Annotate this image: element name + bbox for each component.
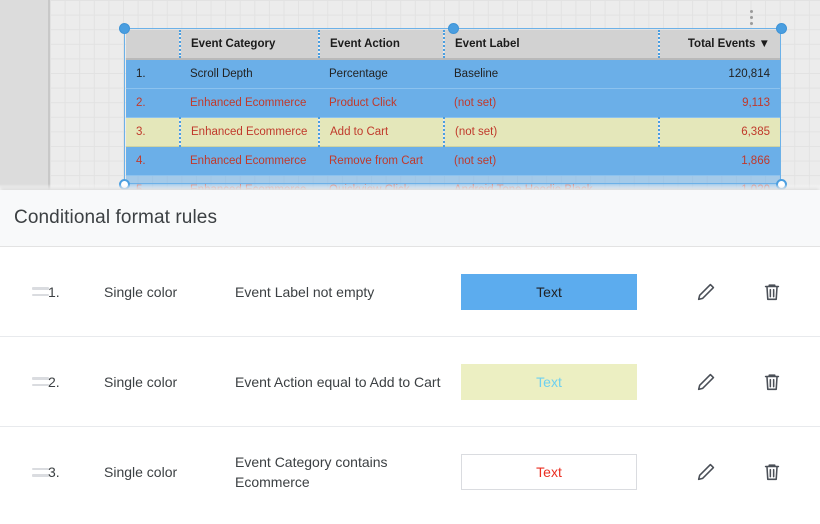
rule-condition: Event Label not empty — [235, 283, 375, 300]
column-header-total-events[interactable]: Total Events ▼ — [658, 30, 780, 60]
drag-handle-icon[interactable] — [14, 287, 49, 296]
left-rail — [0, 0, 48, 190]
table-row[interactable]: 4. Enhanced Ecommerce Remove from Cart (… — [126, 146, 780, 176]
rules-list: 1. Single color Event Label not empty Te… — [0, 247, 820, 517]
rule-type: Single color — [104, 283, 178, 300]
rule-index: 1. — [48, 283, 60, 300]
cell-event-category: Enhanced Ecommerce — [180, 146, 319, 176]
resize-handle-bottom-right[interactable] — [776, 179, 787, 190]
cell-event-category: Scroll Depth — [180, 59, 319, 89]
rule-preview-wrapper: Text — [461, 454, 686, 490]
column-header-total-events-label: Total Events — [687, 38, 756, 50]
cell-total-events: 120,814 — [659, 59, 780, 89]
cell-event-category: Enhanced Ecommerce — [180, 88, 319, 118]
cell-event-label: (not set) — [444, 146, 659, 176]
drag-handle-bar — [32, 377, 49, 380]
drag-handle-bar — [32, 467, 49, 470]
cell-event-action: Product Click — [319, 88, 444, 118]
drag-handle-icon[interactable] — [14, 467, 49, 477]
column-header-event-category[interactable]: Event Category — [179, 30, 319, 60]
more-vert-dot — [749, 21, 753, 25]
cell-event-action: Add to Cart — [318, 117, 444, 147]
pencil-icon[interactable] — [694, 280, 718, 304]
drag-handle-icon[interactable] — [14, 377, 49, 386]
cell-total-events: 9,113 — [659, 88, 780, 118]
more-vert-icon[interactable] — [744, 4, 758, 30]
rule-preview-label: Text — [536, 373, 562, 390]
rule-color-preview[interactable]: Text — [461, 454, 637, 490]
drag-handle-bar — [32, 293, 49, 296]
resize-handle-top-left[interactable] — [119, 23, 130, 34]
cell-total-events: 1,866 — [659, 146, 780, 176]
rule-preview-wrapper: Text — [461, 273, 686, 310]
rule-index: 2. — [48, 373, 60, 390]
cell-total-events: 6,385 — [658, 117, 780, 147]
rule-actions — [686, 460, 806, 484]
pencil-icon[interactable] — [694, 460, 718, 484]
cell-event-label: (not set) — [443, 117, 659, 147]
rule-preview-wrapper: Text — [461, 363, 686, 400]
more-vert-dot — [749, 15, 753, 19]
column-header-event-label[interactable]: Event Label — [443, 30, 659, 60]
rule-color-preview[interactable]: Text — [461, 273, 637, 310]
table-row[interactable]: 1. Scroll Depth Percentage Baseline 120,… — [126, 59, 780, 89]
rule-row[interactable]: 1. Single color Event Label not empty Te… — [0, 247, 820, 337]
drag-handle-bar — [32, 383, 49, 386]
rule-type: Single color — [104, 464, 178, 480]
resize-handle-top-right[interactable] — [776, 23, 787, 34]
more-vert-dot — [749, 9, 753, 13]
panel-header: Conditional format rules — [0, 190, 820, 247]
cell-index: 3. — [126, 117, 180, 147]
cell-event-label: (not set) — [444, 88, 659, 118]
cell-event-category: Enhanced Ecommerce — [179, 117, 319, 147]
drag-handle-bar — [32, 474, 49, 477]
rule-row[interactable]: 2. Single color Event Action equal to Ad… — [0, 337, 820, 427]
page-title: Conditional format rules — [14, 207, 218, 228]
report-canvas: Event Category Event Action Event Label … — [0, 0, 820, 190]
table-row[interactable]: 3. Enhanced Ecommerce Add to Cart (not s… — [126, 117, 780, 147]
drag-handle-bar — [32, 287, 49, 290]
rail-edge-divider — [48, 0, 50, 190]
trash-icon[interactable] — [760, 460, 784, 484]
cell-index: 1. — [126, 59, 180, 89]
cell-event-label: Baseline — [444, 59, 659, 89]
cell-index: 2. — [126, 88, 180, 118]
cell-event-action: Remove from Cart — [319, 146, 444, 176]
column-header-index[interactable] — [126, 30, 180, 60]
sort-descending-icon[interactable]: ▼ — [758, 38, 770, 50]
rule-index: 3. — [48, 464, 60, 480]
rule-type: Single color — [104, 373, 178, 390]
rule-actions — [686, 280, 806, 304]
table-row[interactable]: 2. Enhanced Ecommerce Product Click (not… — [126, 88, 780, 118]
table-header-row: Event Category Event Action Event Label … — [126, 30, 780, 60]
rule-condition: Event Category contains Ecommerce — [235, 454, 388, 490]
rule-color-preview[interactable]: Text — [461, 363, 637, 400]
cell-index: 4. — [126, 146, 180, 176]
trash-icon[interactable] — [760, 280, 784, 304]
conditional-format-rules-panel: Conditional format rules 1. Single color… — [0, 190, 820, 524]
cell-event-action: Percentage — [319, 59, 444, 89]
pencil-icon[interactable] — [694, 370, 718, 394]
rule-row[interactable]: 3. Single color Event Category contains … — [0, 427, 820, 517]
rule-preview-label: Text — [536, 464, 562, 480]
resize-handle-top-center[interactable] — [448, 23, 459, 34]
selection-frame — [119, 23, 787, 190]
column-header-event-action[interactable]: Event Action — [318, 30, 444, 60]
trash-icon[interactable] — [760, 370, 784, 394]
resize-handle-bottom-left[interactable] — [119, 179, 130, 190]
rule-actions — [686, 370, 806, 394]
rule-condition: Event Action equal to Add to Cart — [235, 373, 441, 390]
rule-preview-label: Text — [536, 283, 562, 300]
